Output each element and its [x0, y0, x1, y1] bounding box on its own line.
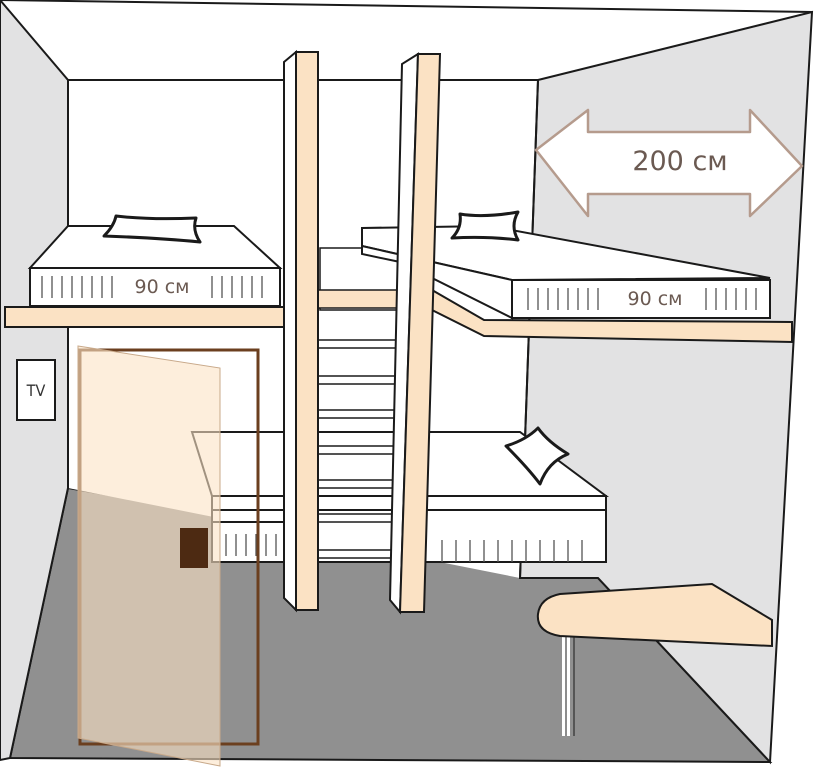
length-arrow	[534, 108, 804, 218]
left-bed-width-label: 90 см	[135, 276, 190, 298]
door-panel[interactable]	[77, 345, 221, 767]
lower-pillow	[504, 426, 570, 486]
upper-left-pillow	[102, 214, 202, 244]
upper-right-mattress-ticks	[527, 288, 757, 310]
right-bed-width-label: 90 см	[628, 288, 683, 310]
ceiling-edge	[0, 0, 813, 13]
upper-left-mattress-ticks	[41, 276, 263, 298]
upper-right-pillow	[450, 210, 520, 242]
tv-sign	[16, 359, 56, 421]
upper-right-mattress-front	[511, 279, 771, 319]
fold-table	[536, 582, 773, 736]
left-ladder-post	[283, 49, 319, 613]
lower-bed-ticks	[225, 534, 583, 562]
ladder-rungs	[317, 339, 401, 559]
length-label: 200 см	[632, 146, 727, 177]
upper-left-shelf	[4, 306, 287, 328]
tv-sign-label: TV	[26, 381, 46, 400]
right-ladder-post	[388, 52, 442, 615]
upper-right-mattress-side	[361, 244, 513, 320]
door-handle[interactable]	[180, 528, 208, 568]
